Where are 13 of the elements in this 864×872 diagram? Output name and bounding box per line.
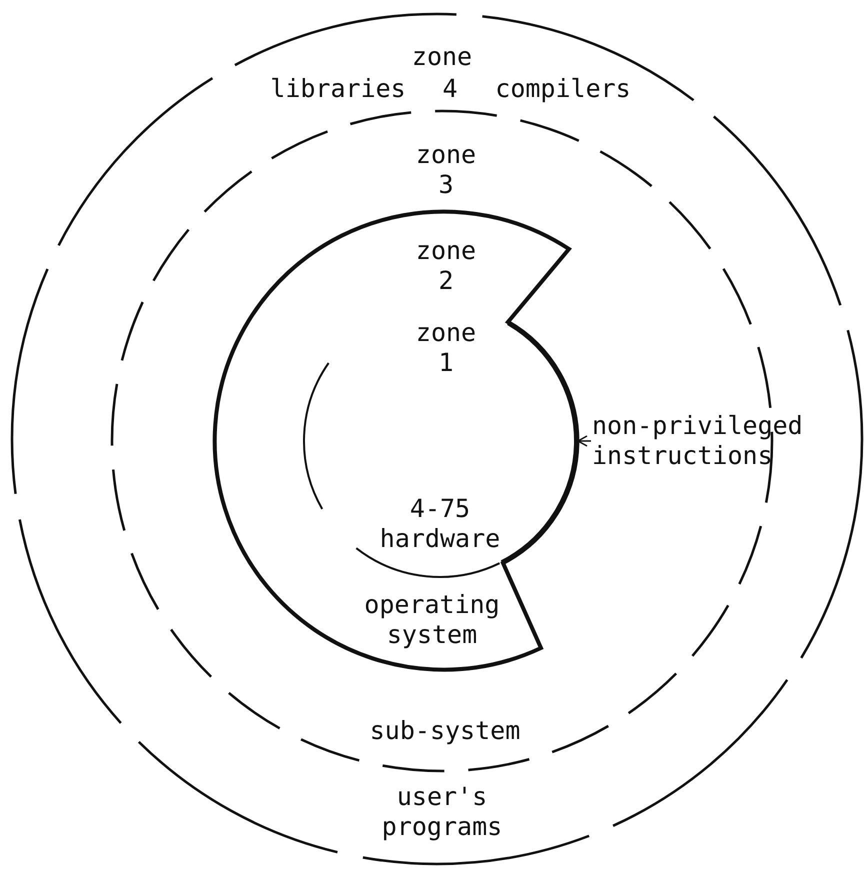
zone-label: zone (410, 42, 474, 72)
zone-label: operating system (363, 590, 501, 650)
zone-label: user's programs (380, 782, 504, 842)
zone-label: zone 1 (414, 318, 478, 378)
zone-label: zone 2 (414, 236, 478, 296)
zone-label: non-privileged instructions (592, 411, 804, 471)
zone-label: 4-75 hardware (378, 494, 502, 554)
zone-label: compilers (494, 74, 632, 104)
zone-label: sub-system (368, 716, 522, 746)
arrow (577, 435, 591, 447)
zone-label: zone 3 (414, 140, 478, 200)
zone-label: libraries (269, 74, 407, 104)
zone-label: 4 (441, 74, 459, 104)
